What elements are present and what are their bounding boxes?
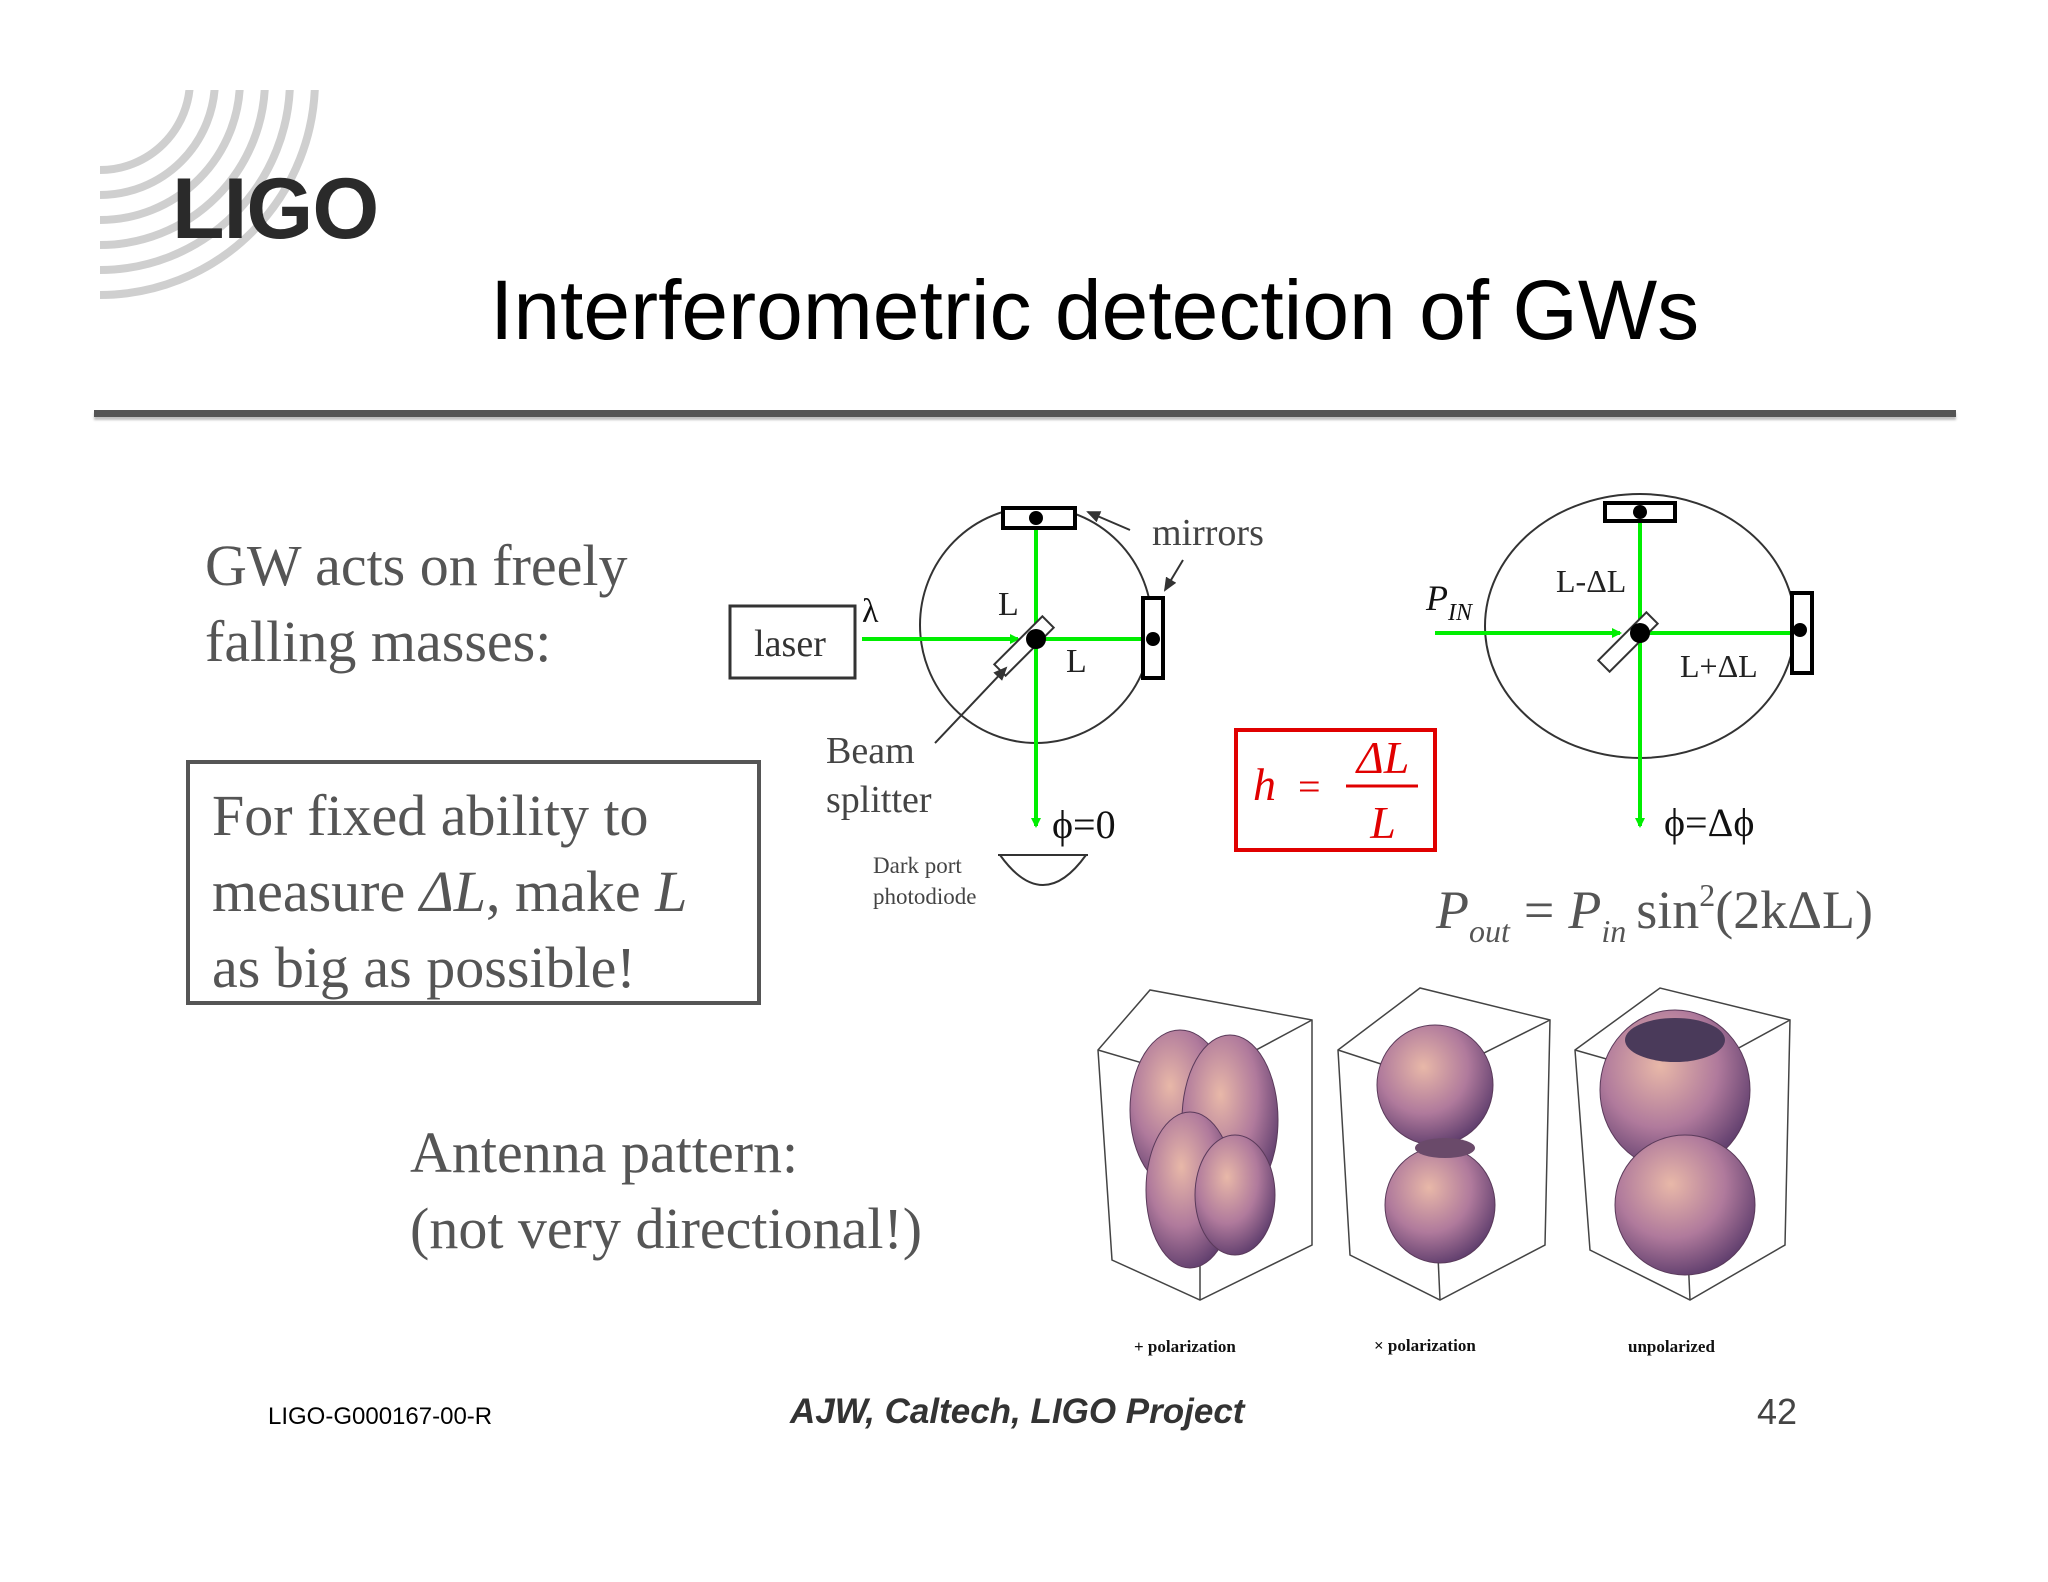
footer-credit: AJW, Caltech, LIGO Project <box>790 1392 1245 1431</box>
right-phase-label: ϕ=Δϕ <box>1664 800 1754 845</box>
lambda-label: λ <box>862 593 879 630</box>
mirrors-label: mirrors <box>1152 512 1264 554</box>
laser-label: laser <box>754 623 826 665</box>
arm-label-vertical: L <box>998 586 1019 623</box>
left-phase-label: ϕ=0 <box>1052 802 1116 847</box>
strain-h: h <box>1253 759 1276 810</box>
slide-title: Interferometric detection of GWs <box>490 263 1700 357</box>
beam-splitter-label-1: Beam <box>826 730 915 772</box>
intro-text: GW acts on freely falling masses: <box>205 528 627 680</box>
laser-box <box>728 604 857 680</box>
strain-denominator: L <box>1369 797 1396 848</box>
l-var: L <box>655 859 688 924</box>
box-line-1: For fixed ability to <box>212 783 649 848</box>
intro-line-2: falling masses: <box>205 609 552 674</box>
fixed-ability-box: For fixed ability to measure ΔL, make L … <box>186 760 761 1005</box>
caption-unpolarized: unpolarized <box>1628 1337 1715 1356</box>
beam-splitter <box>992 614 1056 678</box>
right-mass <box>1146 632 1160 646</box>
ligo-logo-text: LIGO <box>172 161 379 257</box>
arm-label-horizontal: L <box>1066 643 1087 680</box>
footer-page-number: 42 <box>1757 1391 1798 1432</box>
antenna-text: Antenna pattern: (not very directional!) <box>410 1115 922 1267</box>
box-line-2: measure ΔL, make L <box>212 854 757 930</box>
photodiode-icon <box>999 854 1087 886</box>
caption-cross-polarization: × polarization <box>1374 1336 1476 1355</box>
ligo-logo-arcs-icon <box>99 90 319 299</box>
right-arm-plus: L+ΔL <box>1680 648 1758 684</box>
cross-polarization-plot <box>1337 987 1551 1301</box>
strain-formula-box <box>1234 728 1437 852</box>
caption-plus-polarization: + polarization <box>1134 1337 1236 1356</box>
strain-numerator: ΔL <box>1355 732 1410 783</box>
plus-polarization-plot <box>1097 989 1313 1301</box>
antenna-line-2: (not very directional!) <box>410 1196 923 1261</box>
antenna-line-1: Antenna pattern: <box>410 1120 799 1185</box>
box-text: measure <box>212 859 420 924</box>
right-splitter-mass <box>1630 623 1650 643</box>
box-text: , make <box>486 859 656 924</box>
right-p-in: PIN <box>1425 578 1474 626</box>
mirrors-arrow-1 <box>1086 511 1131 531</box>
splitter-pointer-arrow <box>934 666 1008 744</box>
right-side-mass <box>1793 623 1807 637</box>
footer-document-id: LIGO-G000167-00-R <box>268 1403 493 1430</box>
dark-port-label-2: photodiode <box>873 884 977 909</box>
mirrors-arrow-2 <box>1163 559 1184 592</box>
right-beam-splitter <box>1596 610 1660 674</box>
strain-eq: = <box>1298 764 1321 809</box>
beam-splitter-label-2: splitter <box>826 779 932 821</box>
unpolarized-plot <box>1574 987 1791 1301</box>
title-divider <box>94 410 1956 417</box>
splitter-mass <box>1026 629 1046 649</box>
dark-port-label-1: Dark port <box>873 853 962 878</box>
right-top-mass <box>1633 505 1647 519</box>
top-mass <box>1029 511 1043 525</box>
right-arm-minus: L-ΔL <box>1556 563 1626 599</box>
box-line-3: as big as possible! <box>212 935 636 1000</box>
delta-l-var: ΔL <box>419 859 487 924</box>
intro-line-1: GW acts on freely <box>205 533 628 598</box>
